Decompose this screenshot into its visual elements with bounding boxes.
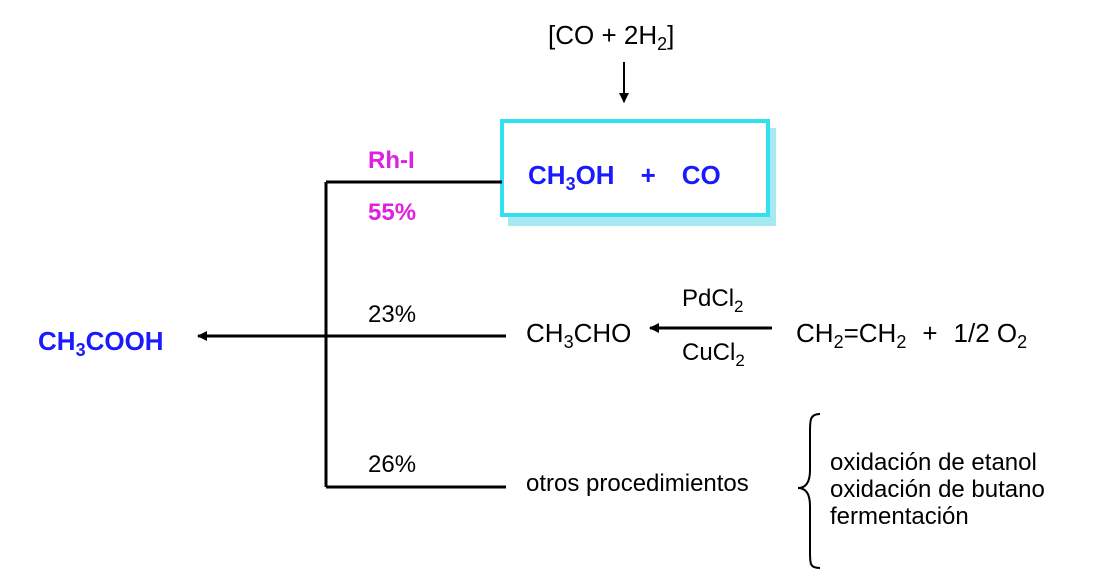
option-item: oxidación de butano [830,476,1045,503]
methanol-share-label: 55% [368,199,416,226]
rh-catalyst-label: Rh-I [368,147,415,174]
acetic-acid-product: CH3COOH [38,326,164,360]
option-item: oxidación de etanol [830,449,1037,476]
methanol-co-box [500,119,770,217]
acetaldehyde-intermediate: CH3CHO [526,318,631,352]
other-share-label: 26% [368,451,416,478]
ethylene-oxygen-feed: CH2=CH2+1/2 O2 [796,318,1027,352]
cucl2-catalyst: CuCl2 [682,339,745,370]
options-brace [797,413,821,569]
syngas-feed: [CO + 2H2] [548,20,674,54]
option-item: fermentación [830,503,969,530]
methanol-co-text: CH3OH+CO [528,160,721,194]
other-procedures-label: otros procedimientos [526,470,749,497]
acetaldehyde-share-label: 23% [368,301,416,328]
pdcl2-catalyst: PdCl2 [682,285,744,316]
